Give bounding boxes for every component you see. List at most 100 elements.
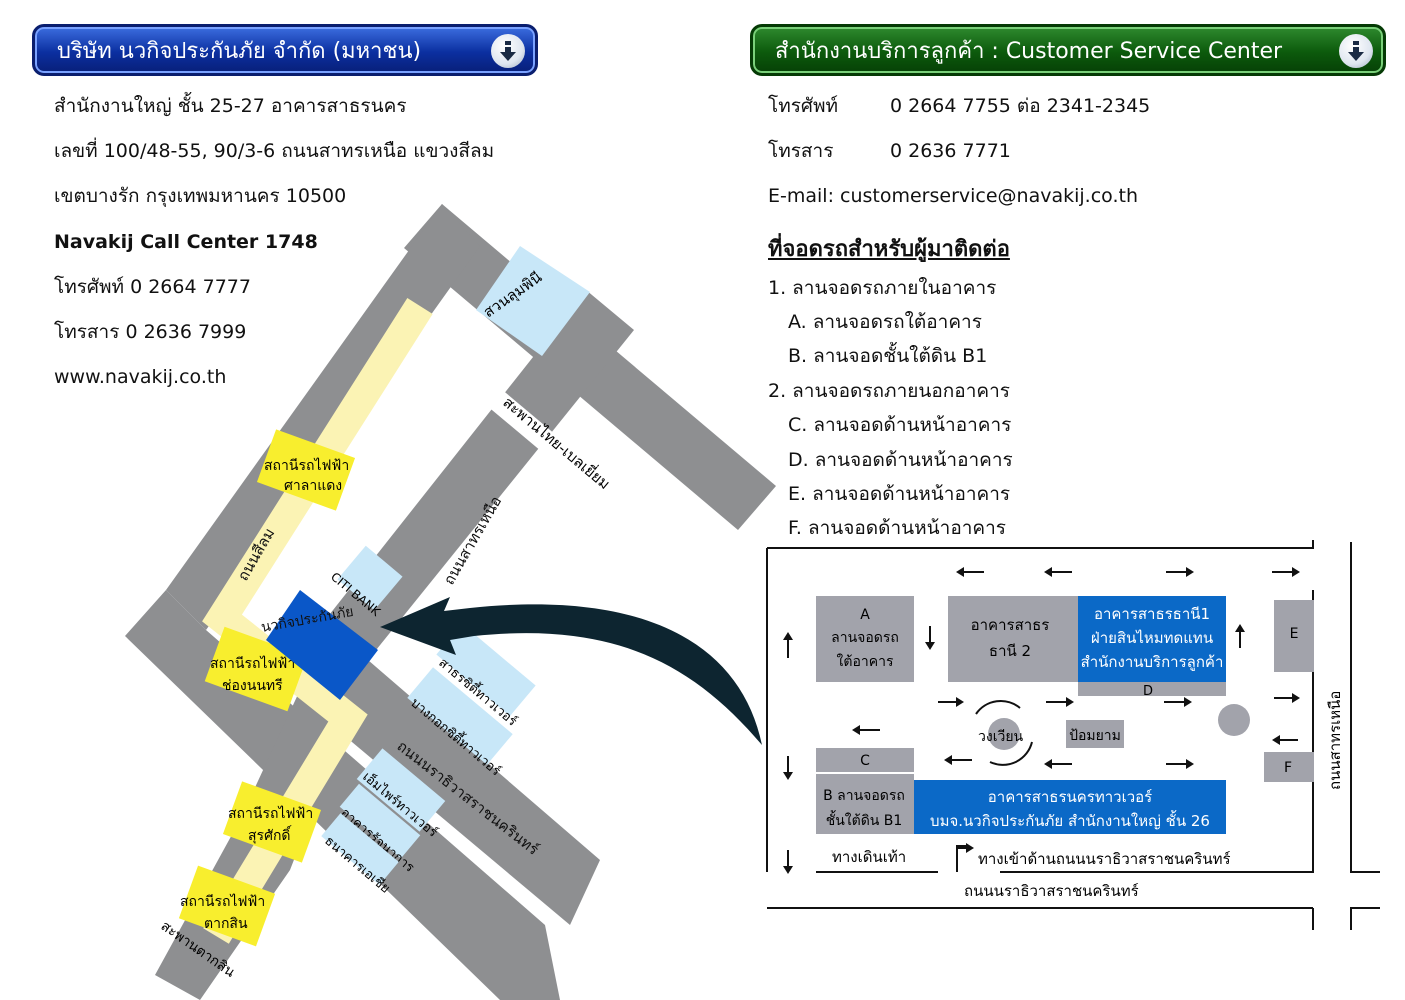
arrow-down-icon <box>925 626 935 650</box>
parking-item: 2. ลานจอดรถภายนอกอาคาร <box>768 380 1010 402</box>
arrow-down-icon <box>783 756 793 780</box>
address-line-3: เขตบางรัก กรุงเทพมหานคร 10500 <box>54 185 347 207</box>
fountain-icon <box>1218 704 1250 736</box>
plan-label: อาคารสาธรนครทาวเวอร์ <box>988 788 1152 806</box>
zone-label: E <box>1290 626 1299 642</box>
building-asia-bank <box>321 813 399 885</box>
zone-a <box>816 596 914 682</box>
plan-label: ฝ่ายสินไหมทดแทน <box>1091 629 1213 647</box>
company-website[interactable]: www.navakij.co.th <box>54 366 227 388</box>
building-sathorn-thani-2 <box>948 596 1078 682</box>
company-header: บริษัท นวกิจประกันภัย จำกัด (มหาชน) <box>32 24 538 76</box>
station-label: ศาลาแดง <box>284 478 342 494</box>
station-label: ช่องนนทรี <box>222 678 283 694</box>
plan-label: อาคารสาธรธานี1 <box>1094 605 1210 623</box>
service-fax-label: โทรสาร <box>768 140 834 162</box>
plan-label: บมจ.นวกิจประกันภัย สำนักงานใหญ่ ชั้น 26 <box>930 810 1210 830</box>
arrow-up-icon <box>783 632 793 658</box>
parking-item: B. ลานจอดชั้นใต้ดิน B1 <box>788 345 988 367</box>
arrow-right-icon <box>938 697 964 707</box>
road-sathorn-north <box>322 290 634 660</box>
roundabout-arrow-icon <box>989 741 1033 766</box>
building-bangkok-city-tower <box>407 667 513 765</box>
zone-label: B ลานจอดรถ <box>823 788 905 804</box>
arrow-right-icon <box>1272 567 1300 577</box>
plan-boundary <box>1350 542 1380 873</box>
road-lower <box>290 624 600 925</box>
sathorn-north-road-label: ถนนสาทรเหนือ <box>1326 691 1344 790</box>
parking-title: ที่จอดรถสำหรับผู้มาติดต่อ <box>768 237 1010 262</box>
guard-booth <box>1066 720 1124 748</box>
station-label: สถานีรถไฟฟ้า <box>228 805 313 822</box>
station-label: สถานีรถไฟฟ้า <box>264 457 349 474</box>
company-header-title: บริษัท นวกิจประกันภัย จำกัด (มหาชน) <box>57 38 422 64</box>
zone-c <box>816 748 914 772</box>
walkway-label: ทางเดินเท้า <box>832 848 906 866</box>
building-sathorn-city-tower <box>436 623 536 717</box>
company-phone: โทรศัพท์ 0 2664 7777 <box>54 276 251 298</box>
parking-item: C. ลานจอดด้านหน้าอาคาร <box>788 414 1012 436</box>
station-label: สุรศักดิ์ <box>248 825 292 844</box>
arrow-right-icon <box>1046 697 1074 707</box>
arrow-right-icon <box>1164 697 1192 707</box>
narathiwas-road-label: ถนนนราธิวาสราชนครินทร์ <box>964 882 1139 900</box>
building-empire-tower <box>356 748 446 832</box>
service-header: สำนักงานบริการลูกค้า : Customer Service … <box>750 24 1386 76</box>
call-center: Navakij Call Center 1748 <box>54 231 318 253</box>
zone-label: A <box>860 607 870 623</box>
arrow-right-icon <box>1166 567 1194 577</box>
zone-b <box>816 774 914 834</box>
entrance-label: ทางเข้าด้านถนนนราธิวาสราชนครินทร์ <box>978 850 1231 868</box>
arrow-left-icon <box>956 567 984 577</box>
arrow-left-icon <box>852 725 880 735</box>
arrow-left-icon <box>1272 735 1298 745</box>
station-taksin <box>178 865 276 947</box>
plan-label: อาคารสาธร <box>971 616 1050 634</box>
parking-item: D. ลานจอดด้านหน้าอาคาร <box>788 449 1013 471</box>
roundabout-icon <box>988 718 1020 750</box>
plan-boundary <box>956 845 968 872</box>
zone-label: F <box>1284 760 1292 776</box>
building-navakij <box>266 590 378 700</box>
building-sathorn-nakorn-tower <box>914 780 1226 834</box>
station-label: สถานีรถไฟฟ้า <box>210 655 295 672</box>
service-header-title: สำนักงานบริการลูกค้า : Customer Service … <box>775 38 1283 64</box>
zone-label: D <box>1143 684 1153 699</box>
parking-item: A. ลานจอดรถใต้อาคาร <box>788 311 982 333</box>
roundabout-arrow-icon <box>975 700 1021 715</box>
station-saladaeng <box>256 429 356 511</box>
building-sathorn-thani-1 <box>1078 596 1226 696</box>
arrow-right-icon <box>1274 693 1300 703</box>
service-email[interactable]: E-mail: customerservice@navakij.co.th <box>768 185 1138 207</box>
address-line-1: สำนักงานใหญ่ ชั้น 25-27 อาคารสาธรนคร <box>54 95 407 117</box>
arrow-right-icon <box>1166 759 1194 769</box>
service-fax-value: 0 2636 7771 <box>890 140 1011 162</box>
download-arrow-icon[interactable] <box>491 34 525 68</box>
service-phone-label: โทรศัพท์ <box>768 95 839 117</box>
pointer-arrow <box>380 597 762 745</box>
zone-label: ชั้นใต้ดิน B1 <box>826 810 903 829</box>
plan-boundary <box>767 540 1314 549</box>
arrow-up-icon <box>1235 624 1245 648</box>
zone-f <box>1264 752 1314 782</box>
plan-boundary <box>1350 907 1380 930</box>
plan-label: สำนักงานบริการลูกค้า <box>1081 653 1224 671</box>
plan-label: ธานี 2 <box>989 642 1031 660</box>
service-phone-value: 0 2664 7755 ต่อ 2341-2345 <box>890 95 1151 117</box>
arrow-right-icon <box>958 843 974 853</box>
download-arrow-icon[interactable] <box>1339 34 1373 68</box>
zone-label: ใต้อาคาร <box>837 653 894 670</box>
guard-label: ป้อมยาม <box>1069 728 1121 744</box>
arrow-down-icon <box>783 850 793 874</box>
station-label: ตากสิน <box>204 916 248 932</box>
zone-label: C <box>860 753 870 769</box>
park-block <box>476 246 590 356</box>
company-fax: โทรสาร 0 2636 7999 <box>54 321 247 343</box>
road-sathorn-west <box>125 590 560 1000</box>
address-line-2: เลขที่ 100/48-55, 90/3-6 ถนนสาทรเหนือ แข… <box>54 140 495 162</box>
arrow-left-icon <box>944 755 972 765</box>
arrow-left-icon <box>1044 759 1072 769</box>
roundabout-label: วงเวียน <box>978 729 1024 745</box>
